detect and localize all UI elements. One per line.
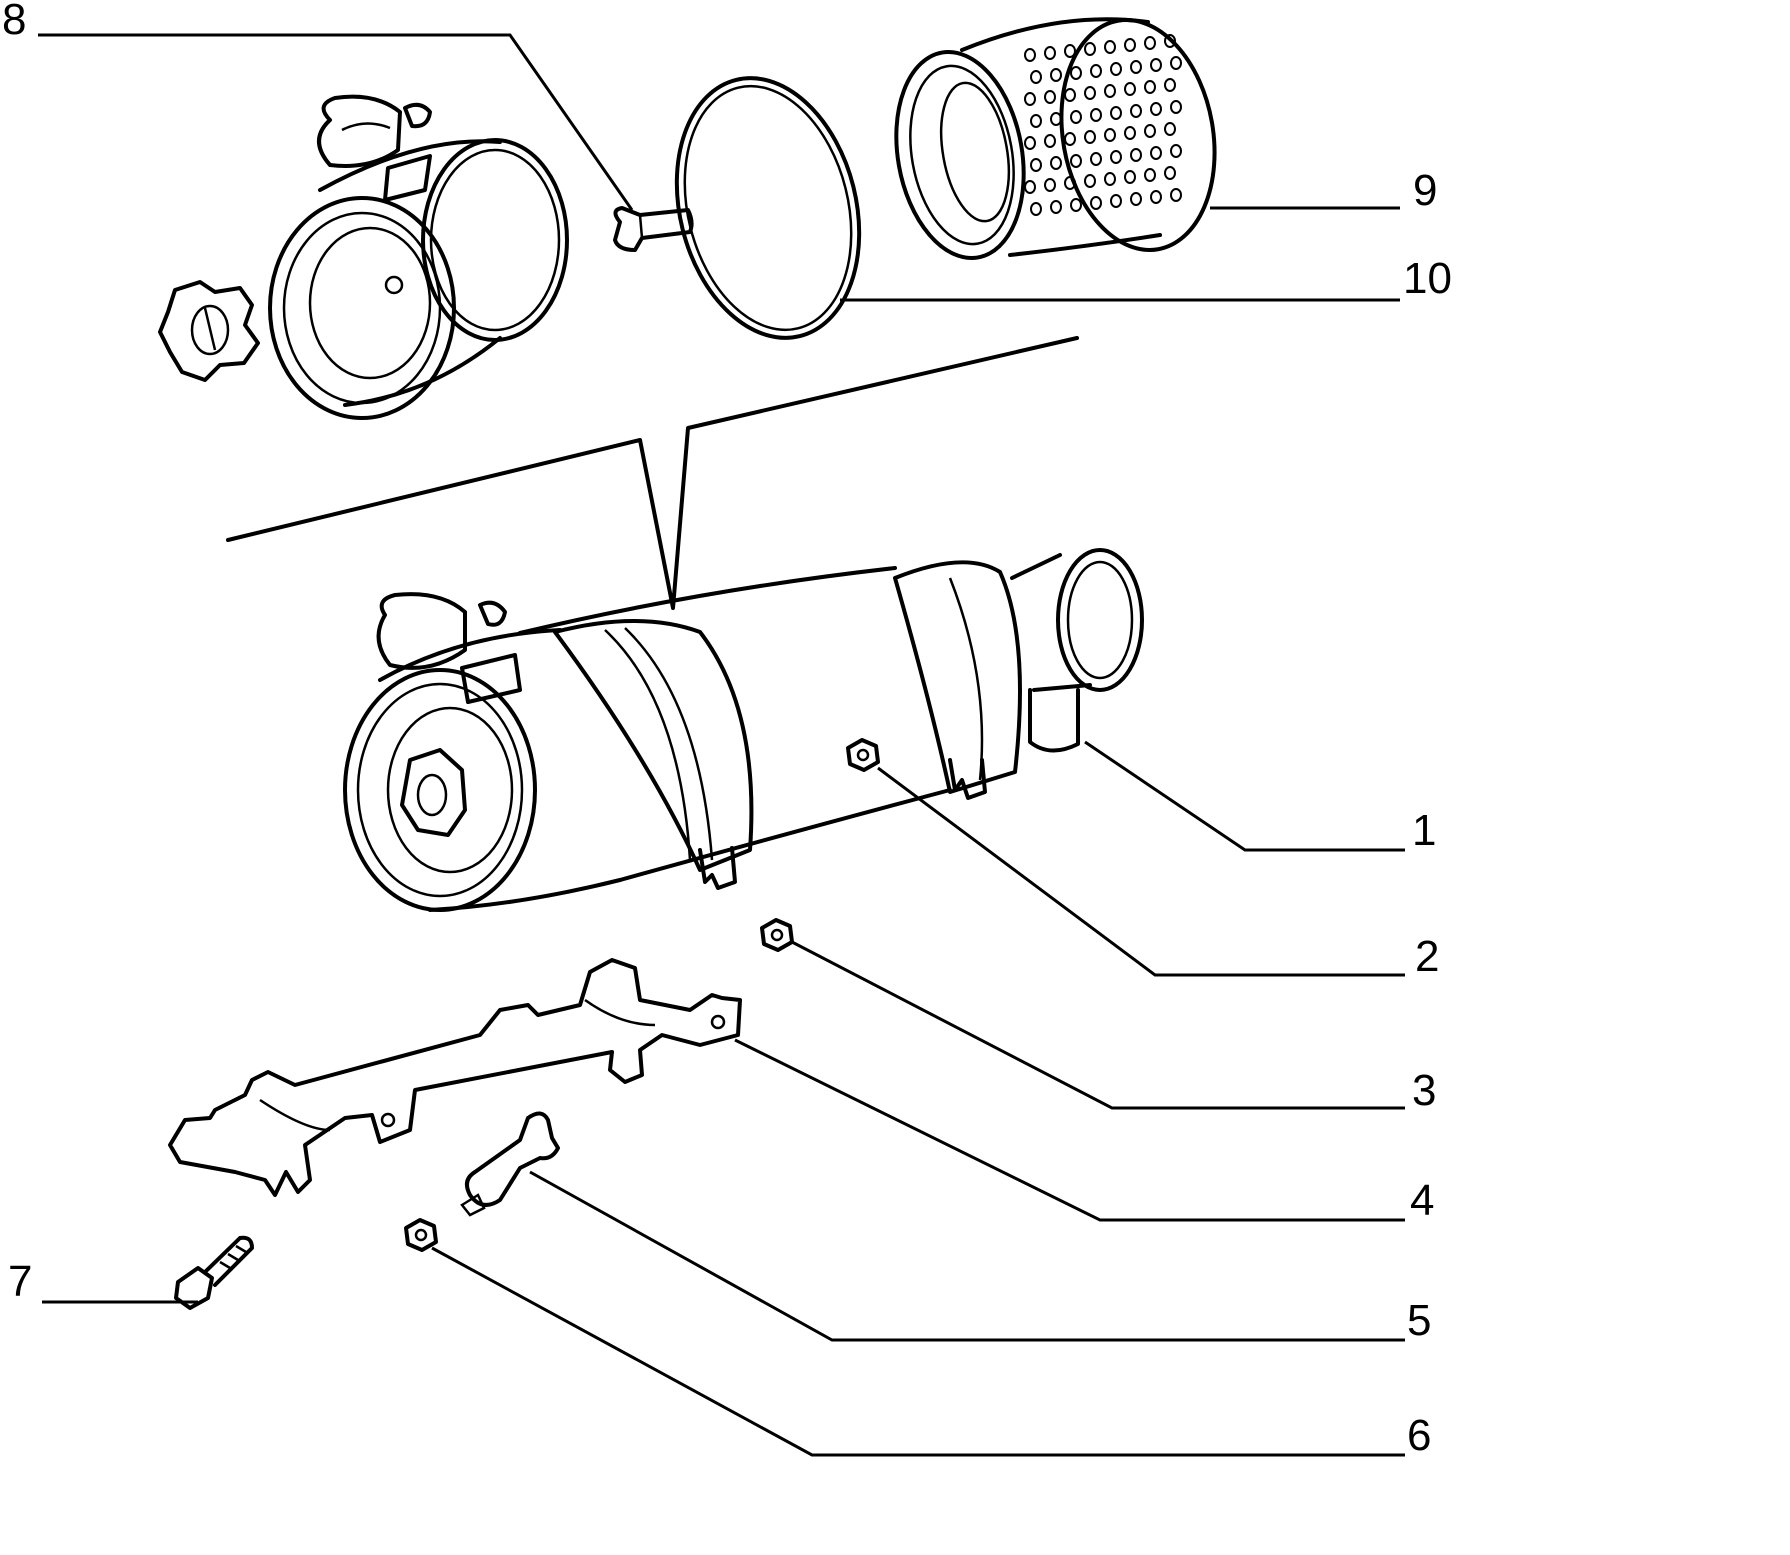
perforation-hole (1064, 88, 1076, 102)
leader-4 (734, 1038, 1405, 1222)
perforation-hole (1170, 100, 1182, 114)
leader-2 (877, 766, 1405, 977)
callout-9: 9 (1413, 166, 1437, 215)
perforation-hole (1084, 174, 1096, 188)
perforation-hole (1090, 152, 1102, 166)
wing-nut-part (158, 280, 260, 382)
perforation-hole (1064, 132, 1076, 146)
perforation-hole (1024, 136, 1036, 150)
perforation-hole (1044, 90, 1056, 104)
perforation-hole (1050, 112, 1062, 126)
nut-part-2 (846, 738, 880, 772)
perforation-hole (1130, 192, 1142, 206)
nut-part-6 (404, 1218, 438, 1252)
perforation-hole (1130, 104, 1142, 118)
callout-10: 10 (1403, 254, 1452, 303)
perforation-hole (1064, 44, 1076, 58)
perforation-hole (1144, 124, 1156, 138)
leader-3 (791, 940, 1405, 1110)
perforation-hole (1170, 56, 1182, 70)
perforation-hole (1070, 110, 1082, 124)
perforation-hole (1084, 42, 1096, 56)
perforation-hole (1044, 134, 1056, 148)
perforation-hole (1150, 146, 1162, 160)
perforation-hole (1070, 198, 1082, 212)
perforation-hole (1124, 82, 1136, 96)
stud-part-8 (613, 206, 694, 252)
callout-3: 3 (1412, 1066, 1436, 1115)
perforation-hole (1110, 106, 1122, 120)
perforation-hole (1124, 38, 1136, 52)
perforation-hole (1070, 154, 1082, 168)
perforation-hole (1104, 40, 1116, 54)
perforation-hole (1124, 170, 1136, 184)
perforation-hole (1104, 172, 1116, 186)
perforation-hole (1090, 64, 1102, 78)
stud-part-5 (460, 1111, 560, 1217)
perforation-hole (1164, 166, 1176, 180)
perforation-hole (1030, 158, 1042, 172)
perforation-hole (1030, 70, 1042, 84)
perforation-hole (1090, 108, 1102, 122)
bracket-part-4 (168, 958, 742, 1197)
perforation-hole (1104, 128, 1116, 142)
perforation-hole (1030, 202, 1042, 216)
perforation-hole (1084, 86, 1096, 100)
perforation-hole (1150, 190, 1162, 204)
nut-part-3 (760, 918, 794, 952)
callout-7: 7 (8, 1257, 32, 1306)
perforation-hole (1170, 188, 1182, 202)
perforation-hole (1044, 178, 1056, 192)
callout-4: 4 (1410, 1176, 1434, 1225)
perforation-hole (1104, 84, 1116, 98)
perforation-hole (1024, 180, 1036, 194)
leader-6 (431, 1246, 1405, 1457)
perforation-hole (1070, 66, 1082, 80)
perforation-hole (1050, 68, 1062, 82)
filter-cartridge-part-9 (894, 17, 1217, 260)
filter-perforations (1024, 34, 1182, 216)
seal-ring-part-10 (674, 76, 862, 340)
perforation-hole (1124, 126, 1136, 140)
callout-5: 5 (1407, 1296, 1431, 1345)
leader-5 (529, 1170, 1405, 1342)
leader-8 (38, 33, 634, 211)
perforation-hole (1164, 78, 1176, 92)
callout-6: 6 (1407, 1411, 1431, 1460)
callout-8: 8 (2, 0, 26, 44)
perforation-hole (1144, 168, 1156, 182)
inlet-cover-part (268, 94, 569, 420)
perforation-hole (1084, 130, 1096, 144)
perforation-hole (1044, 46, 1056, 60)
perforation-hole (1110, 150, 1122, 164)
perforation-hole (1024, 92, 1036, 106)
callout-2: 2 (1415, 932, 1439, 981)
perforation-hole (1130, 60, 1142, 74)
callout-1: 1 (1412, 806, 1436, 855)
perforation-hole (1050, 156, 1062, 170)
leader-1 (1084, 740, 1405, 852)
perforation-hole (1164, 122, 1176, 136)
perforation-hole (1110, 62, 1122, 76)
perforation-hole (1050, 200, 1062, 214)
perforation-hole (1024, 48, 1036, 62)
perforation-hole (1144, 36, 1156, 50)
perforation-hole (1130, 148, 1142, 162)
perforation-hole (1090, 196, 1102, 210)
perforation-hole (1110, 194, 1122, 208)
air-filter-housing-part-1 (343, 548, 1144, 912)
leader-lines (38, 33, 1405, 1457)
perforation-hole (1030, 114, 1042, 128)
perforation-hole (1150, 102, 1162, 116)
perforation-hole (1064, 176, 1076, 190)
bolt-part-7 (174, 1235, 254, 1310)
perforation-hole (1164, 34, 1176, 48)
perforation-hole (1150, 58, 1162, 72)
explode-separator-line (226, 336, 1079, 610)
perforation-hole (1144, 80, 1156, 94)
perforation-hole (1170, 144, 1182, 158)
